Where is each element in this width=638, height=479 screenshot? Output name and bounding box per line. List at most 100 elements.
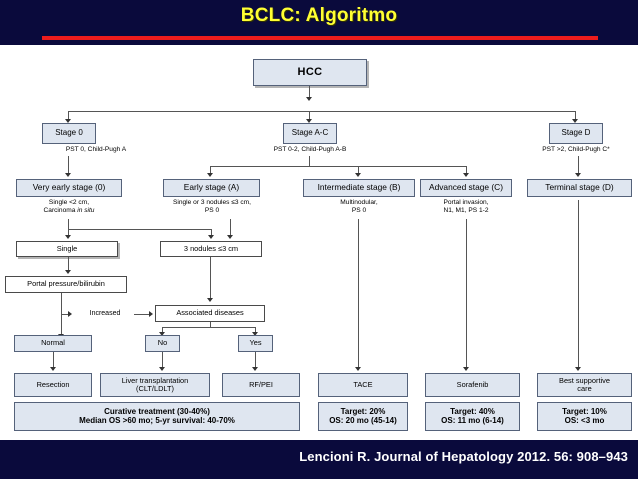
arrow-staged <box>572 119 578 123</box>
node-portal-pressure: Portal pressure/bilirubin <box>5 276 127 293</box>
caption-intermediate-stage: Multinodular, PS 0 <box>303 199 415 215</box>
page-title: BCLC: Algoritmo <box>240 5 398 26</box>
caption-very-early-stage: Single <2 cm, Carcinoma in situ <box>14 199 124 215</box>
connector-staged-to-terminal <box>578 156 579 174</box>
connector-yes-to-rfpei <box>255 352 256 368</box>
arrow-rfpei <box>252 367 258 371</box>
title-divider <box>42 36 598 40</box>
node-very-early-stage: Very early stage (0) <box>16 179 122 197</box>
treatment-label: Best supportive <box>559 375 610 385</box>
connector-no-drop <box>162 327 163 333</box>
node-outcome-curative: Curative treatment (30-40%) Median OS >6… <box>14 402 300 431</box>
connector-increased-left <box>61 314 68 315</box>
connector-veryearly-stem <box>68 219 69 229</box>
outcome-line-2: OS: <3 mo <box>564 415 605 425</box>
outcome-line-2: OS: 20 mo (45-14) <box>329 415 397 425</box>
arrow-nodules-right <box>227 235 233 239</box>
treatment-sublabel: care <box>577 384 592 393</box>
caption-advanced-stage: Portal invasion, N1, M1, PS 1-2 <box>420 199 512 215</box>
node-stage-d: Stage D <box>549 123 603 144</box>
label-increased: Increased <box>89 310 121 317</box>
diagram-canvas: HCC Stage 0 PST 0, Child-Pugh A Stage A-… <box>0 45 638 440</box>
caption-line-2: PS 0 <box>204 207 220 215</box>
connector-single-to-portal <box>68 257 69 271</box>
node-early-stage: Early stage (A) <box>163 179 260 197</box>
caption-stage-d: PST >2, Child-Pugh C* <box>542 146 610 153</box>
treatment-sublabel: (CLT/LDLT) <box>136 384 174 393</box>
arrow-hcc-down <box>306 97 312 101</box>
arrow-portal <box>65 270 71 274</box>
arrow-resection <box>50 367 56 371</box>
caption-stage-a-c: PST 0-2, Child-Pugh A-B <box>273 146 347 153</box>
node-no: No <box>145 335 180 352</box>
treatment-label: Resection <box>36 379 70 389</box>
node-three-nodules: 3 nodules ≤3 cm <box>160 241 262 257</box>
node-intermediate-stage: Intermediate stage (B) <box>303 179 415 197</box>
caption-line-2: Carcinoma in situ <box>43 207 95 215</box>
caption-line-1: Multinodular, <box>340 199 378 206</box>
arrow-increased-to-associated <box>149 311 153 317</box>
outcome-line-1: Target: 40% <box>450 406 495 416</box>
connector-veryearly-to-nodules <box>211 229 212 236</box>
connector-veryearly-bus <box>68 229 211 230</box>
arrow-associated-top <box>207 298 213 302</box>
connector-abc-bus <box>210 166 467 167</box>
node-normal: Normal <box>14 335 92 352</box>
connector-stageac-stem <box>309 156 310 166</box>
connector-intermediate-drop <box>358 166 359 174</box>
caption-early-stage: Single or 3 nodules ≤3 cm, PS 0 <box>156 199 268 215</box>
arrow-stage0 <box>65 119 71 123</box>
arrow-terminal <box>575 173 581 177</box>
node-outcome-best-supportive-care: Target: 10% OS: <3 mo <box>537 402 632 431</box>
node-associated-diseases: Associated diseases <box>155 305 265 322</box>
connector-nodules-to-associated <box>210 257 211 299</box>
caption-line-1: Single <2 cm, <box>48 199 90 206</box>
connector-stage0-drop <box>68 111 69 120</box>
arrow-best-supportive-care <box>575 367 581 371</box>
treatment-label: Sorafenib <box>456 379 489 389</box>
arrow-single <box>65 235 71 239</box>
node-hcc: HCC <box>253 59 367 86</box>
node-terminal-stage: Terminal stage (D) <box>527 179 632 197</box>
arrow-increased-label <box>68 311 72 317</box>
connector-no-to-transplant <box>162 352 163 368</box>
arrow-yes <box>252 332 258 336</box>
connector-single-drop <box>68 229 69 236</box>
node-treatment-resection: Resection <box>14 373 92 397</box>
node-treatment-best-supportive-care: Best supportive care <box>537 373 632 397</box>
arrow-transplant <box>159 367 165 371</box>
slide-header: BCLC: Algoritmo <box>0 0 638 45</box>
caption-line-1: Portal invasion, <box>443 199 489 206</box>
connector-stage0-to-veryearly <box>68 156 69 174</box>
node-treatment-sorafenib: Sorafenib <box>425 373 520 397</box>
arrow-no <box>159 332 165 336</box>
outcome-line-1: Curative treatment (30-40%) <box>104 406 210 416</box>
connector-associated-stem <box>210 322 211 327</box>
caption-line-2: PS 0 <box>351 207 367 215</box>
node-single: Single <box>16 241 118 257</box>
connector-increased-right <box>134 314 149 315</box>
node-outcome-tace: Target: 20% OS: 20 mo (45-14) <box>318 402 408 431</box>
connector-noyes-bus <box>162 327 255 328</box>
outcome-line-1: Target: 20% <box>340 406 386 416</box>
connector-yes-drop <box>255 327 256 333</box>
connector-early-to-nodules <box>230 219 231 236</box>
connector-terminal-to-bsc <box>578 200 579 368</box>
arrow-early <box>207 173 213 177</box>
node-treatment-tace: TACE <box>318 373 408 397</box>
citation-text: Lencioni R. Journal of Hepatology 2012. … <box>299 449 628 464</box>
node-stage-0: Stage 0 <box>42 123 96 144</box>
node-outcome-sorafenib: Target: 40% OS: 11 mo (6-14) <box>425 402 520 431</box>
arrow-advanced <box>463 173 469 177</box>
connector-intermediate-to-tace <box>358 219 359 368</box>
arrow-intermediate <box>355 173 361 177</box>
connector-stage-bus <box>68 111 575 112</box>
arrow-stageac <box>306 119 312 123</box>
connector-normal-to-resection <box>53 352 54 368</box>
caption-line-2: N1, M1, PS 1-2 <box>443 207 489 215</box>
node-stage-a-c: Stage A-C <box>283 123 337 144</box>
caption-line-1: Single or 3 nodules ≤3 cm, <box>172 199 252 206</box>
connector-staged-drop <box>575 111 576 120</box>
node-treatment-rf-pei: RF/PEI <box>222 373 300 397</box>
